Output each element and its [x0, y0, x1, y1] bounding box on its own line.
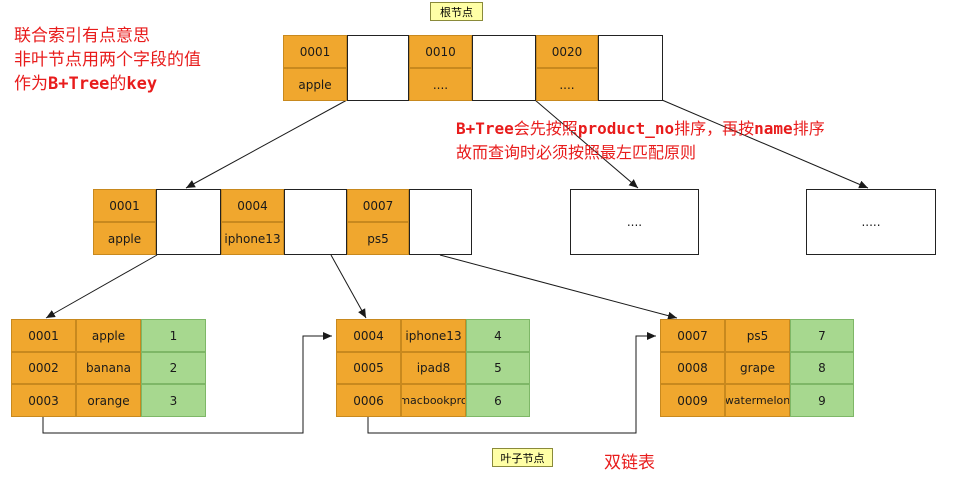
root-key-2-name: .... [409, 68, 472, 101]
note-text: 会先按照 [513, 119, 578, 138]
leaf3-row3-id: 9 [790, 384, 854, 417]
leaf1-row1-name: apple [76, 319, 141, 352]
note-text: 排序，再按 [674, 119, 755, 138]
note-code: product_no [577, 119, 675, 138]
leaf2-row1-name: iphone13 [401, 319, 466, 352]
edge-mid-to-leaf3 [439, 254, 678, 320]
note-left-line3: 作为B+Tree的key [14, 72, 201, 96]
edge-root-to-box1 [534, 99, 639, 189]
leaf2-row2-id: 5 [466, 352, 530, 384]
leaf1-row3-id: 3 [141, 384, 206, 417]
placeholder-node-1: .... [570, 189, 699, 255]
leaf1-row2-name: banana [76, 352, 141, 384]
mid-key-1-no: 0001 [93, 189, 156, 222]
mid-key-2-name: iphone13 [221, 222, 284, 255]
edge-root-to-box2 [661, 99, 869, 189]
mid-pointer-1 [156, 189, 221, 255]
note-left-line2: 非叶节点用两个字段的值 [14, 50, 201, 70]
leaf1-row2-id: 2 [141, 352, 206, 384]
note-right: B+Tree会先按照product_no排序，再按name排序 故而查询时必须按… [456, 117, 825, 165]
leaf3-row2-id: 8 [790, 352, 854, 384]
leaf3-row3-no: 0009 [660, 384, 725, 417]
leaf1-row1-no: 0001 [11, 319, 76, 352]
root-key-2-no: 0010 [409, 35, 472, 68]
note-code: B+Tree [456, 119, 514, 138]
leaf2-row1-no: 0004 [336, 319, 401, 352]
note-text: 作为 [14, 74, 48, 94]
mid-key-3-name: ps5 [347, 222, 409, 255]
root-key-1-name: apple [283, 68, 347, 101]
root-key-3-name: .... [536, 68, 598, 101]
note-code: B+Tree [48, 74, 110, 94]
leaf2-row3-no: 0006 [336, 384, 401, 417]
mid-pointer-3 [409, 189, 472, 255]
mid-key-1-name: apple [93, 222, 156, 255]
leaf1-row1-id: 1 [141, 319, 206, 352]
link-leaf2-to-leaf3 [367, 332, 656, 434]
link-leaf1-to-leaf2 [42, 332, 332, 434]
mid-key-2-no: 0004 [221, 189, 284, 222]
leaf1-row3-no: 0003 [11, 384, 76, 417]
root-key-1-no: 0001 [283, 35, 347, 68]
note-code: name [754, 119, 793, 138]
leaf3-row3-name: watermelon [725, 384, 790, 417]
leaf3-row2-no: 0008 [660, 352, 725, 384]
mid-key-3-no: 0007 [347, 189, 409, 222]
note-right-line2: 故而查询时必须按照最左匹配原则 [456, 143, 697, 162]
leaf3-row2-name: grape [725, 352, 790, 384]
leaf-node-tag: 叶子节点 [492, 448, 553, 467]
edge-mid-to-leaf2 [330, 254, 367, 319]
leaf3-row1-name: ps5 [725, 319, 790, 352]
mid-pointer-2 [284, 189, 347, 255]
leaf3-row1-id: 7 [790, 319, 854, 352]
leaf1-row2-no: 0002 [11, 352, 76, 384]
edge-root-to-mid [185, 99, 348, 189]
note-left-line1: 联合索引有点意思 [14, 26, 150, 46]
root-node-tag: 根节点 [430, 2, 483, 21]
root-key-3-no: 0020 [536, 35, 598, 68]
root-pointer-3 [598, 35, 663, 101]
placeholder-node-2: ..... [806, 189, 936, 255]
leaf2-row1-id: 4 [466, 319, 530, 352]
note-code: key [126, 74, 158, 94]
leaf3-row1-no: 0007 [660, 319, 725, 352]
root-pointer-1 [347, 35, 409, 101]
leaf2-row2-no: 0005 [336, 352, 401, 384]
edge-mid-to-leaf1 [45, 254, 158, 319]
note-right-line1: B+Tree会先按照product_no排序，再按name排序 [456, 117, 825, 141]
linked-list-label: 双链表 [604, 453, 655, 473]
note-left: 联合索引有点意思 非叶节点用两个字段的值 作为B+Tree的key [14, 24, 201, 96]
root-pointer-2 [472, 35, 536, 101]
leaf1-row3-name: orange [76, 384, 141, 417]
leaf2-row3-id: 6 [466, 384, 530, 417]
leaf2-row3-name: macbookpro [401, 384, 466, 417]
note-text: 的 [109, 74, 127, 94]
note-text: 排序 [792, 119, 825, 138]
leaf2-row2-name: ipad8 [401, 352, 466, 384]
